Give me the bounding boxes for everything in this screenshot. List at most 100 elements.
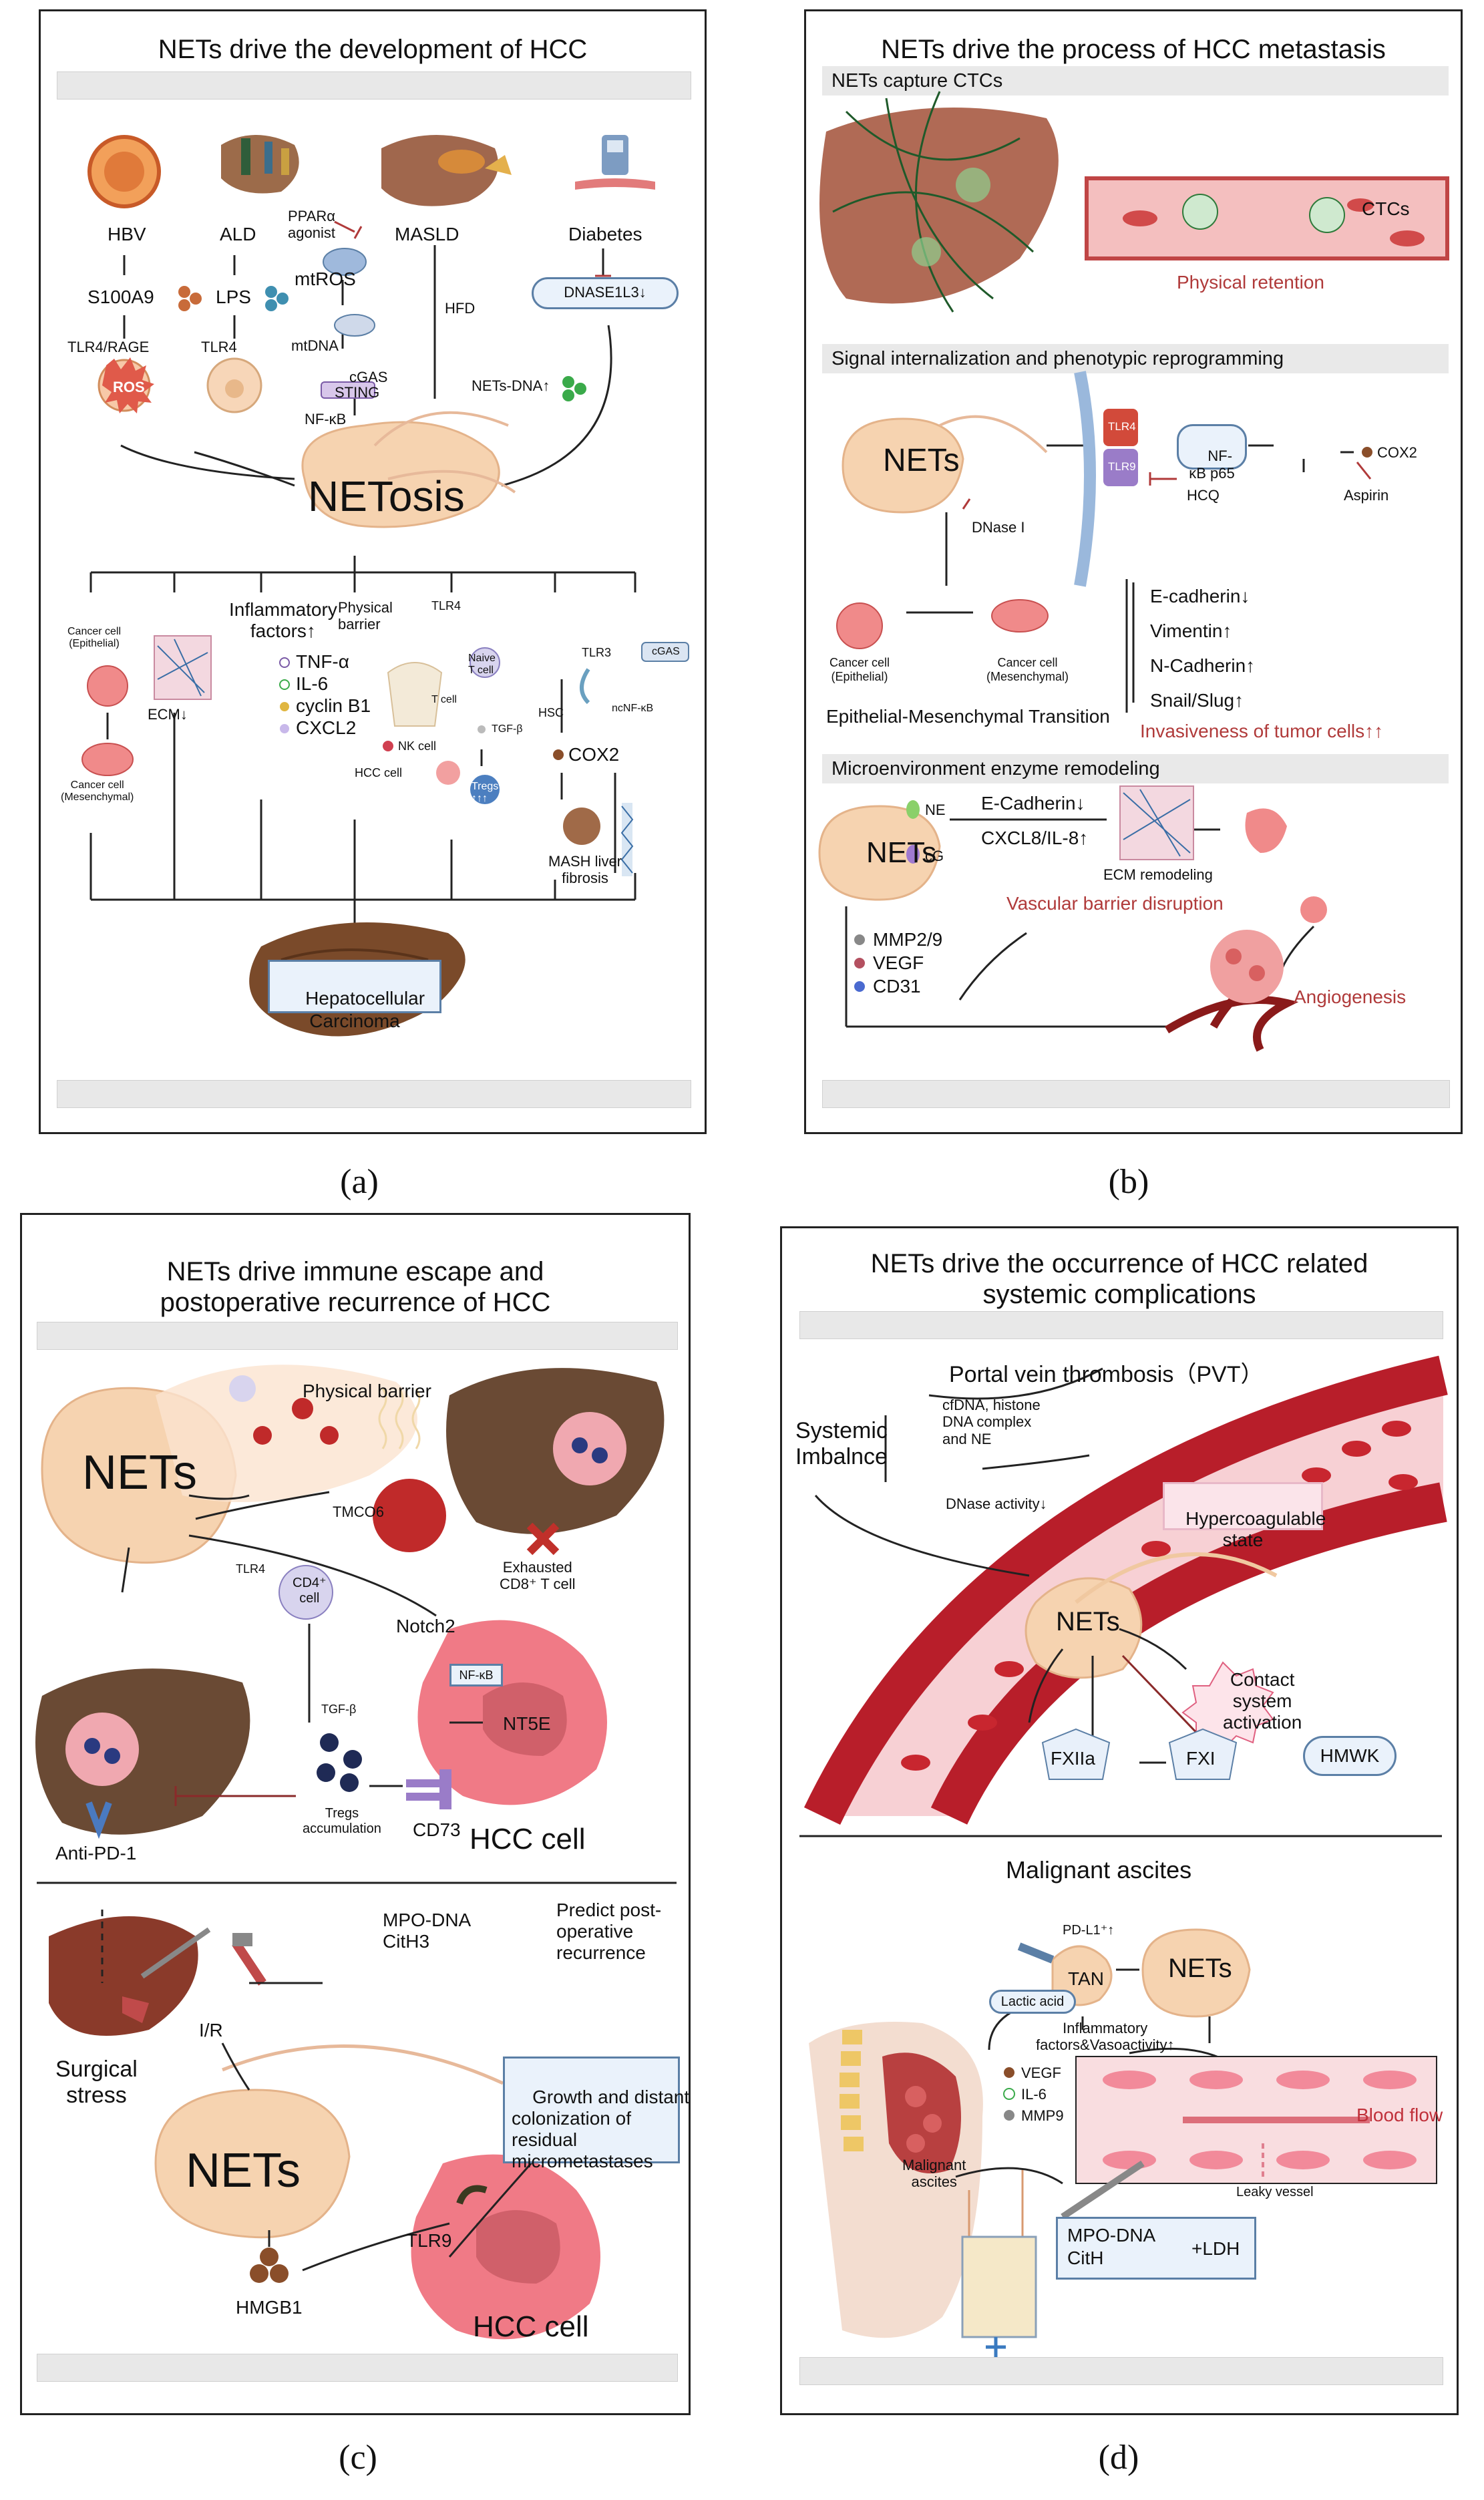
tregs-label: Tregs: [472, 781, 499, 792]
ctcs-label: CTCs: [1362, 198, 1410, 219]
aspirin-label: Aspirin: [1344, 487, 1389, 504]
glucose-meter-icon: [575, 135, 655, 190]
panel-c-diagram: [35, 1365, 677, 2340]
dnase-label: DNASE1L3↓: [564, 284, 646, 301]
vim-label: Vimentin↑: [1150, 620, 1232, 641]
section-signal: Signal internalization and phenotypic re…: [822, 344, 1449, 373]
hyper-label: Hypercoagulable state: [1185, 1508, 1326, 1550]
ne-label: NE: [925, 801, 946, 818]
vegf-label: VEGF: [873, 952, 924, 973]
emt-label: Epithelial-Mesenchymal Transition: [826, 706, 1110, 727]
cancer-cell-epi-label: Cancer cell (Epithelial): [67, 626, 122, 650]
mtdna-label: mtDNA: [291, 337, 339, 354]
hbv-virus-icon: [87, 135, 161, 208]
tcell-label: T cell: [431, 694, 457, 705]
caption-c: (c): [339, 2439, 377, 2477]
hfd-label: HFD: [445, 300, 476, 317]
mmp-label: MMP2/9: [873, 929, 943, 950]
pdl1-label: PD-L1⁺↑: [1063, 1923, 1115, 1938]
masld-liver-icon: [381, 135, 512, 206]
section-enzyme: Microenvironment enzyme remodeling: [822, 754, 1449, 783]
lactic-label: Lactic acid: [1000, 1994, 1065, 2009]
tlr4b-label: TLR4: [431, 599, 461, 612]
invas-label: Invasiveness of tumor cells↑↑: [1140, 721, 1384, 741]
tgfb-label-c: TGF-β: [321, 1703, 357, 1716]
cgas2-label: cGAS: [652, 646, 680, 657]
retention-label: Physical retention: [1177, 272, 1325, 293]
panel-d-header-bar: [799, 1311, 1443, 1339]
nfkb-label-b: NF- κB p65: [1189, 448, 1235, 482]
tlr9-label-c: TLR9: [406, 2230, 452, 2251]
ald-label: ALD: [220, 224, 256, 244]
panel-b-title: NETs drive the process of HCC metastasis: [881, 35, 1386, 64]
nets-signal-label: NETs: [883, 443, 960, 478]
panel-a-title: NETs drive the development of HCC: [158, 35, 588, 64]
ir-label: I/R: [199, 2020, 223, 2040]
nfkb-label-c: NF-κB: [459, 1668, 494, 1682]
ecmr-label: ECM remodeling: [1103, 866, 1213, 883]
panel-a: NETs drive the development of HCC: [39, 9, 707, 1134]
tlr4-label-b: TLR4: [1108, 420, 1136, 433]
vegf-label-d: VEGF: [1021, 2065, 1061, 2081]
mal-asc-label: Malignant ascites: [902, 2157, 966, 2191]
hmgb1-label: HMGB1: [236, 2297, 303, 2318]
nt5e-label: NT5E: [503, 1713, 551, 1734]
phys-barrier-label: Physical barrier: [303, 1381, 431, 1401]
nets-enzyme-label: NETs: [866, 836, 937, 869]
panel-b-diagram: [818, 91, 1449, 1052]
hcc-label: Hepatocellular Carcinoma: [305, 988, 425, 1031]
s100a9-label: S100A9: [87, 287, 154, 307]
panel-c-header-bar: [37, 1322, 678, 1350]
cox2-label: COX2: [568, 744, 620, 765]
dnase-box: DNASE1L3↓: [532, 277, 679, 309]
dnase-act-label: DNase activity↓: [946, 1495, 1047, 1512]
nets-pvt-label: NETs: [1056, 1607, 1120, 1636]
il6-label-d: IL-6: [1021, 2086, 1047, 2103]
cgas-label: cGAS: [349, 369, 388, 385]
cfdna-label: cfDNA, histone DNA complex and NE: [942, 1397, 1041, 1447]
hcc-cell-label-c: HCC cell: [470, 1823, 586, 1855]
diabetes-label: Diabetes: [568, 224, 642, 244]
hcc-cell-label: HCC cell: [355, 766, 403, 779]
nets-ascites-label: NETs: [1168, 1954, 1232, 1983]
snail-label: Snail/Slug↑: [1150, 690, 1244, 711]
lactic-box: Lactic acid: [989, 1990, 1076, 2014]
panel-d-title: NETs drive the occurrence of HCC related…: [870, 1249, 1368, 1309]
panel-a-footer-bar: [57, 1080, 691, 1108]
tlr4-label-c: TLR4: [236, 1562, 266, 1576]
hbv-label: HBV: [108, 224, 146, 244]
nfkb-label: NF-κB: [305, 411, 347, 427]
alcohol-liver-icon: [221, 135, 299, 194]
tlr9-label-b: TLR9: [1108, 460, 1136, 473]
sting-label: STING: [335, 384, 380, 401]
surg-label: Surgical stress: [55, 2057, 138, 2109]
panel-b-footer-bar: [822, 1080, 1450, 1108]
inflam-label-d: Inflammatory factors&Vasoactivity↑: [1036, 2020, 1175, 2054]
exhausted-label: Exhausted CD8⁺ T cell: [500, 1559, 576, 1593]
cancer-cell-mes-label: Cancer cell (Mesenchymal): [61, 779, 134, 803]
netosis-cell-icon: [301, 411, 516, 528]
cc-epi-label-b: Cancer cell (Epithelial): [829, 656, 890, 683]
vbd-label: Vascular barrier disruption: [1006, 893, 1224, 914]
tlr3-label: TLR3: [582, 646, 612, 659]
hcc-box: Hepatocellular Carcinoma: [268, 960, 441, 1031]
mash-label: MASH liver fibrosis: [548, 853, 622, 887]
naive-label: Naive T cell: [468, 653, 496, 677]
antipd1-label: Anti-PD-1: [55, 1843, 137, 1863]
caption-a: (a): [340, 1163, 379, 1201]
ros-label: ROS: [113, 379, 145, 395]
cd4-label: CD4⁺ cell: [293, 1576, 327, 1606]
panel-a-header-bar: [57, 71, 691, 100]
tmco6-label: TMCO6: [333, 1503, 384, 1520]
netosis-label: NETosis: [308, 472, 465, 520]
ncad-label: N-Cadherin↑: [1150, 655, 1256, 676]
mpo-label-c: MPO-DNA CitH3: [383, 1910, 472, 1952]
nfkb-box-c: NF-κB: [449, 1664, 503, 1686]
tregs-arrows: ↑↑↑: [472, 793, 488, 804]
growth-label: Growth and distant colonization of resid…: [512, 2087, 690, 2171]
growth-box: Growth and distant colonization of resid…: [503, 2057, 689, 2171]
cc-mes-label-b: Cancer cell (Mesenchymal): [986, 656, 1069, 683]
mpo-label-d: MPO-DNA CitH: [1067, 2225, 1156, 2268]
section-capture: NETs capture CTCs: [822, 66, 1449, 96]
ncnfkb-label: ncNF-κB: [612, 703, 654, 714]
